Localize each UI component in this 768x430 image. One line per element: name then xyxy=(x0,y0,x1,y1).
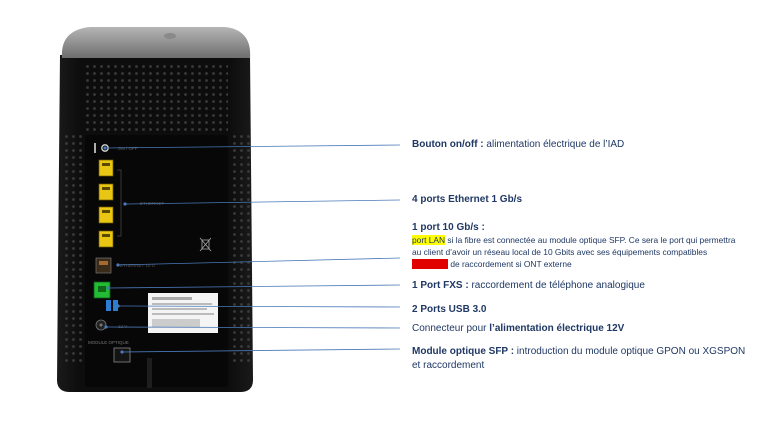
callout-10g-line3-text: de raccordement si ONT externe xyxy=(450,259,572,269)
callout-power-title: l’alimentation électrique 12V xyxy=(489,323,625,334)
usb-port-2 xyxy=(113,300,118,311)
callout-dots xyxy=(103,146,127,354)
label-onoff: ON / OFF xyxy=(118,146,138,151)
ethernet-ports xyxy=(98,159,114,248)
callout-lines xyxy=(104,144,401,353)
sfp-slot xyxy=(113,347,131,363)
vent-right xyxy=(230,135,250,365)
vent-top xyxy=(84,62,228,132)
weee-icon xyxy=(199,237,212,252)
callout-fxs-title: 1 Port FXS : xyxy=(412,280,469,291)
port-lan-highlight: port LAN xyxy=(412,235,446,245)
callout-sfp: Module optique SFP : introduction du mod… xyxy=(412,345,745,358)
callout-ethernet: 4 ports Ethernet 1 Gb/s xyxy=(412,193,522,206)
callout-ethernet-title: 4 ports Ethernet 1 Gb/s xyxy=(412,194,523,205)
callout-onoff: Bouton on/off : alimentation électrique … xyxy=(412,138,624,151)
callout-sfp-text: introduction du module optique GPON ou X… xyxy=(514,346,746,357)
callout-fxs-text: raccordement de téléphone analogique xyxy=(468,280,645,291)
callout-onoff-title: Bouton on/off : xyxy=(412,139,484,150)
callout-10g-line2: au client d’avoir un réseau local de 10 … xyxy=(412,247,708,257)
callout-fxs: 1 Port FXS : raccordement de téléphone a… xyxy=(412,279,645,292)
callout-power: Connecteur pour l’alimentation électriqu… xyxy=(412,322,624,335)
callout-onoff-text: alimentation électrique de l’IAD xyxy=(483,139,625,150)
label-power: 12 V xyxy=(118,324,127,329)
callout-sfp-line2: et raccordement xyxy=(412,360,485,371)
label-10g: ETHERNET 10 G xyxy=(120,263,156,268)
port-10g xyxy=(95,257,112,274)
callout-sfp-title: Module optique SFP : xyxy=(412,346,515,357)
callout-10g-line3: port WAN de raccordement si ONT externe xyxy=(412,259,572,270)
label-module: MODULE OPTIQUE xyxy=(88,340,129,345)
callout-10g-line1-text: si la fibre est connectée au module opti… xyxy=(445,235,736,245)
callout-usb-title: 2 Ports USB 3.0 xyxy=(412,304,487,315)
usb-port-1 xyxy=(106,300,111,311)
callout-usb: 2 Ports USB 3.0 xyxy=(412,303,486,316)
callout-10g-line1: port LAN si la fibre est connectée au mo… xyxy=(412,235,735,246)
device-top-cap xyxy=(61,27,251,58)
callout-10g-title: 1 port 10 Gb/s : xyxy=(412,221,485,234)
redacted-text: port WAN xyxy=(412,259,448,269)
callout-10g-title-text: 1 port 10 Gb/s : xyxy=(412,222,485,233)
vent-left xyxy=(62,135,82,365)
callout-power-prefix: Connecteur pour xyxy=(412,323,490,334)
